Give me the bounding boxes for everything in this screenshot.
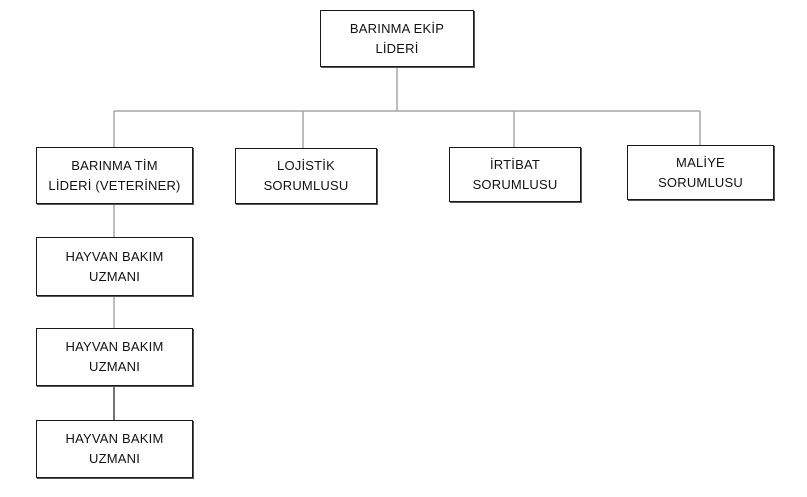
node-hayvan-bakim-uzmani-2: HAYVAN BAKIM UZMANI [36,328,193,386]
node-barinma-ekip-lideri: BARINMA EKİP LİDERİ [320,10,474,67]
node-hayvan-bakim-uzmani-3: HAYVAN BAKIM UZMANI [36,420,193,478]
node-lojistik-sorumlusu: LOJİSTİK SORUMLUSU [235,148,377,204]
node-hayvan-bakim-uzmani-1: HAYVAN BAKIM UZMANI [36,237,193,296]
node-irtibat-sorumlusu: İRTİBAT SORUMLUSU [449,147,581,202]
node-barinma-tim-lideri: BARINMA TİM LİDERİ (VETERİNER) [36,147,193,204]
node-maliye-sorumlusu: MALİYE SORUMLUSU [627,145,774,200]
